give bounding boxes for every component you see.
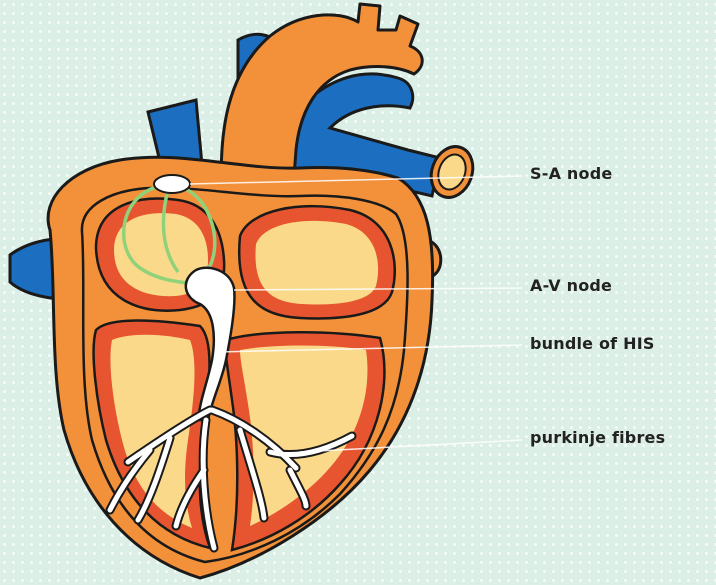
label-purkinje-fibres: purkinje fibres bbox=[530, 428, 665, 447]
label-av-node: A-V node bbox=[530, 276, 612, 295]
left-atrium bbox=[239, 206, 395, 318]
sa-node bbox=[154, 175, 190, 193]
label-bundle-of-his: bundle of HIS bbox=[530, 334, 655, 353]
label-sa-node: S-A node bbox=[530, 164, 612, 183]
